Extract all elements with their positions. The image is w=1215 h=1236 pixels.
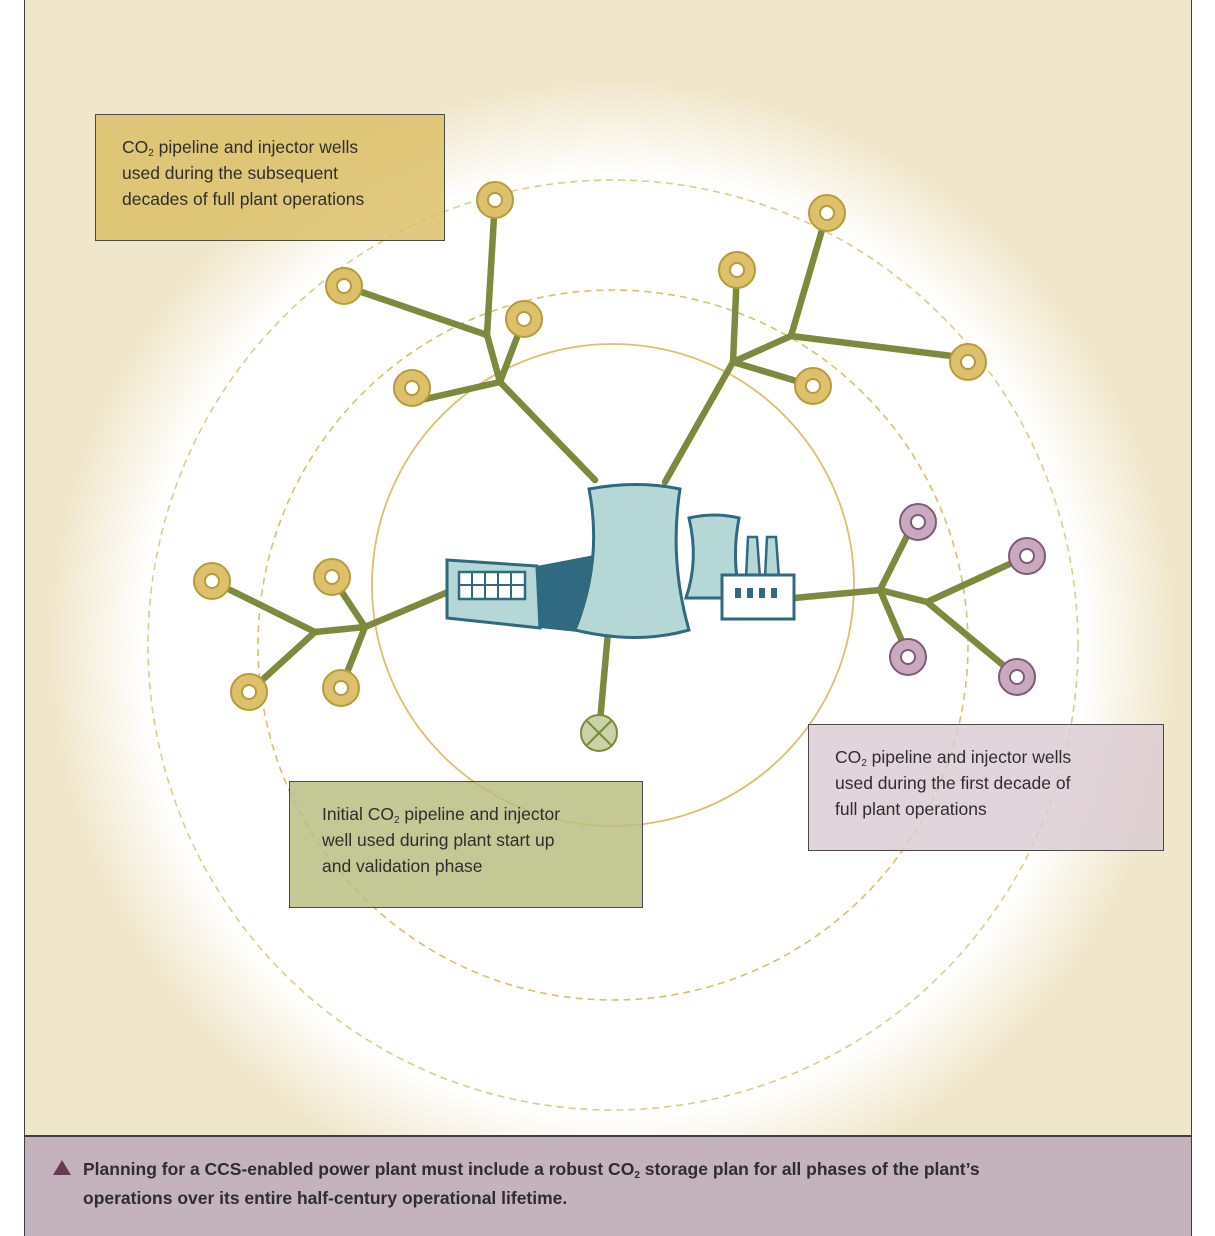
mauve-ring-well-icon — [899, 503, 937, 541]
initial-phase-label: Initial CO2 pipeline and injector well u… — [289, 781, 643, 908]
generator-house — [720, 573, 796, 621]
mauve-ring-well-icon — [889, 638, 927, 676]
outer-dashed-boundary — [147, 179, 1079, 1111]
stack — [744, 535, 762, 580]
yellow-ring-well-icon — [808, 194, 846, 232]
yellow-ring-well-icon — [193, 562, 231, 600]
figure: CO2 pipeline and injector wells used dur… — [24, 0, 1192, 1236]
pipeline — [311, 623, 369, 636]
stack — [763, 535, 781, 580]
pipeline — [876, 586, 931, 606]
pipeline — [787, 332, 972, 362]
yellow-ring-well-icon — [718, 251, 756, 289]
later-decades-label: CO2 pipeline and injector wells used dur… — [95, 114, 445, 241]
pipeline — [361, 588, 452, 631]
power-plant-icon — [445, 483, 796, 639]
diagram-panel: CO2 pipeline and injector wells used dur… — [24, 0, 1192, 1136]
pipeline — [340, 282, 491, 339]
mauve-ring-well-icon — [1008, 537, 1046, 575]
first-decade-label: CO2 pipeline and injector wells used dur… — [808, 724, 1164, 851]
figure-caption: Planning for a CCS-enabled power plant m… — [83, 1159, 980, 1208]
pipeline — [787, 209, 831, 340]
yellow-ring-well-icon — [505, 300, 543, 338]
yellow-ring-well-icon — [393, 369, 431, 407]
pipeline — [208, 577, 319, 636]
yellow-ring-well-icon — [476, 181, 514, 219]
yellow-ring-well-icon — [322, 669, 360, 707]
pipeline — [496, 378, 599, 484]
later-well-group — [193, 181, 987, 711]
large-cooling-tower — [572, 483, 691, 639]
pipeline — [790, 586, 884, 602]
middle-dashed-boundary — [257, 289, 969, 1001]
pipeline — [661, 358, 737, 486]
mauve-ring-well-icon — [998, 658, 1036, 696]
pipeline — [483, 331, 504, 386]
pipeline — [923, 598, 1019, 679]
caption-bar: Planning for a CCS-enabled power plant m… — [24, 1136, 1192, 1236]
pipeline — [729, 332, 795, 366]
yellow-ring-well-icon — [949, 343, 987, 381]
yellow-ring-well-icon — [230, 673, 268, 711]
yellow-ring-well-icon — [313, 558, 351, 596]
first-decade-well-group — [889, 503, 1046, 696]
yellow-ring-well-icon — [325, 267, 363, 305]
triangle-icon — [53, 1160, 71, 1175]
yellow-ring-well-icon — [794, 367, 832, 405]
pipeline — [483, 196, 499, 339]
crossed-circle-well-icon — [580, 714, 618, 752]
